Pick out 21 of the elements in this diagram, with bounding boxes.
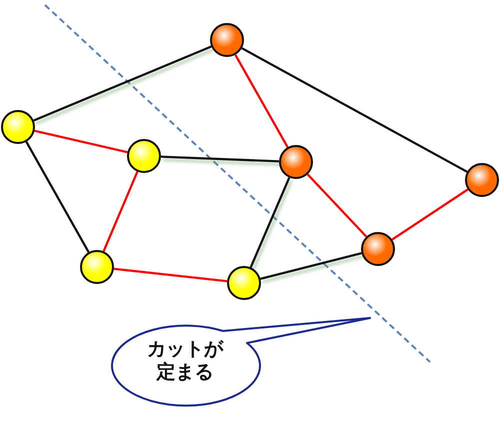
vertex-circle (279, 145, 313, 179)
graph-edge (306, 174, 368, 238)
vertex-circle (1, 110, 35, 144)
vertex-circle (210, 23, 244, 57)
vertex-circle (361, 232, 395, 266)
graph-edge (392, 188, 468, 241)
vertex-circle (127, 139, 161, 173)
graph-edge (102, 171, 138, 252)
graph-edge (234, 54, 289, 148)
graph-edge (33, 46, 212, 122)
graph-edge (114, 268, 228, 282)
graph-edge (34, 130, 128, 154)
vertex-circle (227, 266, 261, 300)
vertex-circle (465, 163, 499, 197)
graph-edge (160, 156, 280, 162)
graph-edge (25, 141, 90, 253)
graph-edge (260, 252, 362, 280)
vertex-circle (80, 250, 114, 284)
callout-text: カットが定まる (146, 338, 225, 384)
graph-edge (250, 177, 290, 268)
graph-edge (241, 47, 468, 173)
